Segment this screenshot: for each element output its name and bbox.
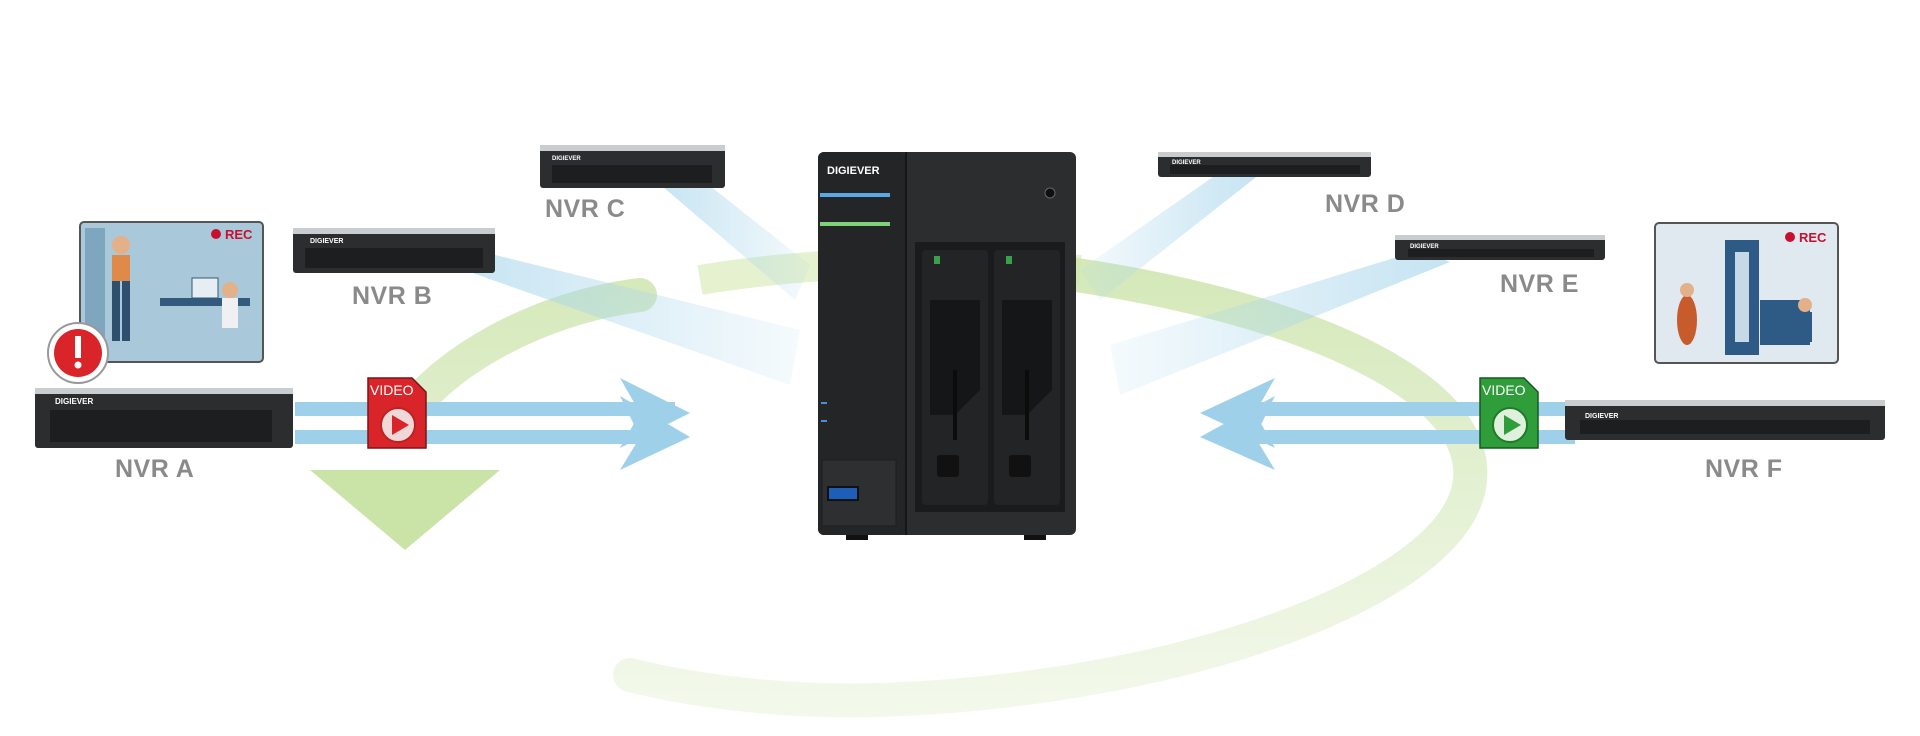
nvr-c-label: NVR C	[545, 195, 626, 223]
video-label-red: VIDEO	[370, 382, 414, 398]
nvr-a-unit: DIGIEVER	[35, 388, 293, 448]
play-icon-red	[392, 415, 409, 435]
rec-dot-icon-right	[1785, 232, 1795, 242]
nvr-f-unit: DIGIEVER	[1565, 400, 1885, 440]
video-badge-red: VIDEO	[367, 377, 427, 449]
power-icon	[1044, 187, 1056, 199]
nvr-b-label: NVR B	[352, 282, 433, 310]
nvr-b-brand: DIGIEVER	[310, 238, 343, 245]
nvr-a-brand: DIGIEVER	[55, 397, 93, 406]
nvr-a-label: NVR A	[115, 455, 195, 483]
beam-nvr-c	[655, 178, 810, 300]
nvr-e-unit: DIGIEVER	[1395, 235, 1605, 260]
beam-nvr-e	[1110, 250, 1450, 395]
nvr-d-label: NVR D	[1325, 190, 1406, 218]
cycle-arrowhead	[310, 470, 500, 550]
rec-label-right: REC	[1799, 230, 1827, 245]
led-blue	[820, 193, 890, 197]
play-icon-green	[1504, 415, 1521, 435]
nvr-f-brand: DIGIEVER	[1585, 413, 1618, 420]
nvr-b-unit: DIGIEVER	[293, 228, 495, 273]
nvr-e-label: NVR E	[1500, 270, 1579, 298]
nvr-d-brand: DIGIEVER	[1172, 160, 1201, 166]
nvr-e-brand: DIGIEVER	[1410, 244, 1439, 250]
beam-nvr-d	[1080, 172, 1260, 300]
drive-bay-2	[994, 250, 1060, 505]
nvr-d-unit: DIGIEVER	[1158, 152, 1371, 177]
rec-scene-office: REC	[79, 221, 264, 363]
nvr-c-brand: DIGIEVER	[552, 156, 581, 162]
beam-nvr-b	[450, 250, 800, 385]
led-green	[820, 222, 890, 226]
video-label-green: VIDEO	[1482, 382, 1526, 398]
nas-chassis: DIGIEVER	[818, 152, 1076, 540]
nas-brand: DIGIEVER	[827, 165, 880, 177]
rec-dot-icon	[211, 229, 221, 239]
drive-bay-1	[922, 250, 988, 505]
video-badge-green: VIDEO	[1479, 377, 1539, 449]
nvr-c-unit: DIGIEVER	[540, 145, 725, 188]
rec-scene-lab: REC	[1654, 222, 1839, 364]
alert-icon	[47, 322, 109, 384]
nvr-f-label: NVR F	[1705, 455, 1783, 483]
usb-icon	[827, 486, 859, 501]
rec-label-left: REC	[225, 227, 253, 242]
